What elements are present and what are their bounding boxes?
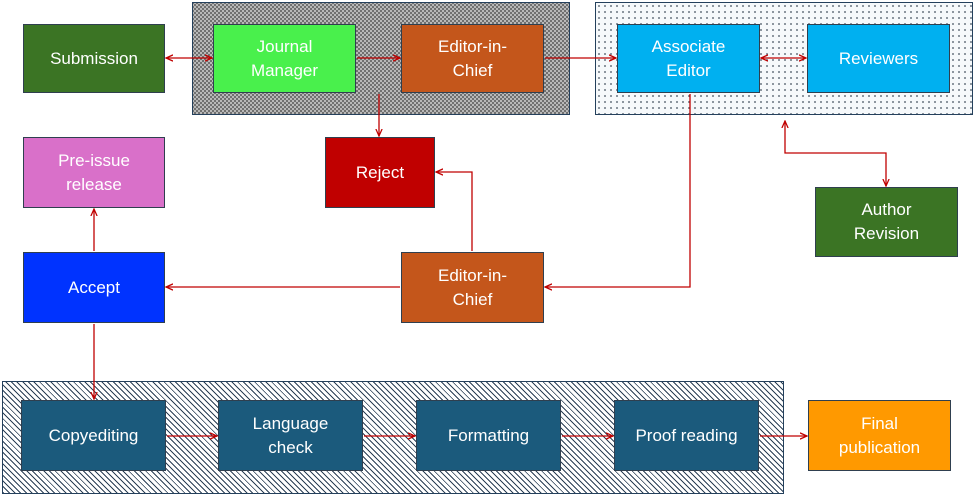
submission-node: Submission	[23, 24, 165, 93]
reviewers-label: Reviewers	[838, 48, 919, 68]
author-revision-label: Author Revision	[853, 200, 920, 243]
edge-editor-in-chief-mid-reject	[436, 172, 473, 251]
author-revision-node: Author Revision	[815, 187, 958, 257]
proof-reading-label: Proof reading	[635, 425, 738, 445]
accept-node: Accept	[23, 252, 165, 323]
journal-manager-node: Journal Manager	[213, 24, 356, 93]
reviewers-node: Reviewers	[807, 24, 950, 93]
submission-label: Submission	[50, 48, 138, 68]
associate-editor-label: Associate Editor	[651, 36, 726, 80]
copyediting-node: Copyediting	[21, 400, 166, 471]
edge-reviewers-author-revision	[785, 121, 886, 186]
editor-in-chief-mid-label: Editor-in- Chief	[438, 265, 507, 309]
reject-node: Reject	[325, 137, 435, 208]
pre-issue-release-label: Pre-issue release	[58, 150, 130, 194]
accept-label: Accept	[68, 277, 120, 297]
associate-editor-node: Associate Editor	[617, 24, 760, 93]
journal-manager-label: Journal Manager	[250, 36, 319, 80]
proof-reading-node: Proof reading	[614, 400, 759, 471]
reject-label: Reject	[355, 162, 405, 182]
editor-in-chief-top-label: Editor-in- Chief	[438, 36, 507, 80]
formatting-node: Formatting	[416, 400, 561, 471]
edge-associate-editor-editor-in-chief-mid	[545, 94, 691, 287]
final-publication-label: Final publication	[838, 413, 921, 457]
final-publication-node: Final publication	[808, 400, 951, 471]
editor-in-chief-mid-node: Editor-in- Chief	[401, 252, 544, 323]
copyediting-label: Copyediting	[48, 425, 139, 445]
language-check-label: Language check	[252, 413, 329, 457]
pre-issue-release-node: Pre-issue release	[23, 137, 165, 208]
language-check-node: Language check	[218, 400, 363, 471]
editor-in-chief-top-node: Editor-in- Chief	[401, 24, 544, 93]
formatting-label: Formatting	[447, 425, 530, 445]
